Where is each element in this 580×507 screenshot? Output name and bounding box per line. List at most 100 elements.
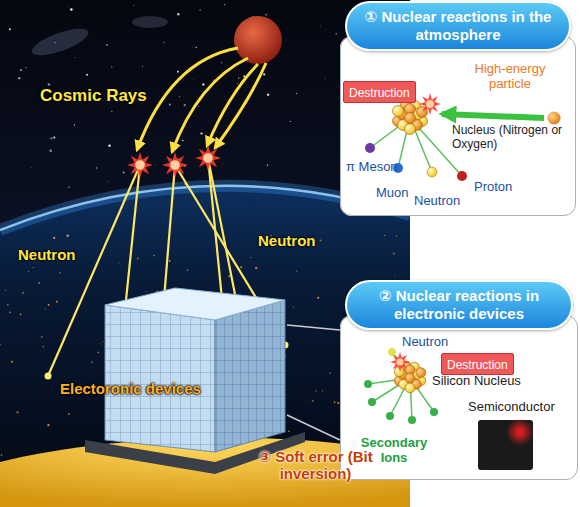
reaction-panel: ② Nuclear reactions in electronic device… — [340, 315, 578, 480]
neutron-ball — [427, 167, 437, 177]
particle-label: Muon — [376, 186, 409, 201]
burst — [419, 93, 441, 115]
city-light — [7, 304, 9, 306]
star — [49, 149, 51, 151]
destruction-tag: Destruction — [343, 81, 416, 103]
star — [198, 106, 199, 107]
city-light — [16, 411, 19, 414]
city-light — [68, 413, 70, 415]
panel-ground — [340, 315, 578, 480]
ion-ball — [368, 398, 376, 406]
panel-heading: ② Nuclear reactions in electronic device… — [345, 280, 573, 330]
destruction-tag: Destruction — [441, 353, 514, 375]
star — [169, 104, 171, 106]
city-light — [288, 430, 290, 432]
star — [48, 83, 51, 86]
burst-core — [396, 358, 403, 365]
city-light — [5, 290, 6, 291]
nucleon — [405, 373, 415, 383]
star — [141, 66, 143, 68]
ion-ball — [364, 380, 372, 388]
tag-text: Destruction — [447, 358, 508, 372]
city-light — [53, 237, 55, 239]
star — [108, 145, 110, 147]
city-light — [11, 361, 13, 363]
star — [67, 6, 69, 8]
city-light — [100, 343, 101, 344]
city-light — [47, 424, 49, 426]
city-light — [9, 311, 11, 313]
star — [163, 42, 165, 44]
star — [267, 94, 269, 96]
meson-ball — [365, 143, 375, 153]
city-light — [394, 274, 395, 275]
nucleus-label: Nucleus (Nitrogen or Oxygen) — [452, 124, 570, 152]
panel-ground — [340, 36, 576, 216]
city-light — [293, 306, 294, 307]
city-light — [317, 297, 319, 299]
city-light — [329, 372, 331, 374]
tag-text: Destruction — [349, 86, 410, 100]
star — [200, 132, 202, 134]
city-light — [169, 260, 171, 262]
nucleon — [416, 368, 426, 378]
neutron-label: Neutron — [18, 246, 76, 263]
city-light — [97, 351, 99, 353]
city-light — [187, 269, 189, 271]
cosmic-ray — [207, 64, 258, 146]
star — [265, 14, 267, 16]
city-light — [45, 308, 46, 309]
star — [20, 69, 22, 71]
star — [18, 77, 20, 79]
star — [324, 77, 326, 79]
device-label: Electoronic devices — [60, 380, 201, 397]
leader-lines — [287, 325, 340, 440]
impact-arrow — [442, 114, 544, 118]
star — [25, 67, 26, 68]
burst — [195, 145, 221, 171]
star — [177, 71, 179, 73]
burst — [162, 152, 188, 178]
star — [177, 13, 180, 16]
stars — [9, 4, 390, 189]
city-light — [312, 400, 314, 402]
panel-heading: ① Nuclear reactions in the atmosphere — [345, 1, 571, 51]
star — [74, 124, 75, 125]
star — [50, 137, 52, 139]
city-light — [393, 253, 395, 255]
nucleon — [405, 113, 416, 124]
star — [199, 9, 200, 10]
city-light — [315, 390, 316, 391]
neutron-ball — [45, 373, 52, 380]
city-light — [250, 257, 251, 258]
ions — [364, 380, 438, 424]
city-light — [145, 291, 146, 292]
ion-ball — [408, 416, 416, 424]
star — [263, 73, 265, 75]
neutron-label: Neutron — [258, 232, 316, 249]
part-label: Semiconductor — [468, 400, 555, 415]
city-light — [102, 341, 103, 342]
star — [53, 137, 55, 139]
nucleon — [393, 106, 404, 117]
city-light — [41, 336, 43, 338]
city-light — [320, 240, 322, 242]
star — [111, 111, 112, 112]
city-light — [28, 271, 29, 272]
ion-label: Secondary Ions — [356, 436, 432, 466]
nucleon — [405, 124, 416, 135]
cosmic-ray — [215, 63, 266, 148]
city-light — [296, 270, 297, 271]
ion-ball — [430, 408, 438, 416]
city-light — [255, 267, 257, 269]
star — [75, 57, 77, 59]
particle-label: π Meson — [346, 160, 398, 175]
ion-ball — [386, 412, 394, 420]
star — [202, 83, 204, 85]
city-light — [67, 235, 69, 237]
city-light — [1, 454, 3, 456]
star — [184, 104, 186, 106]
burst-core — [426, 100, 434, 108]
star — [267, 165, 268, 166]
